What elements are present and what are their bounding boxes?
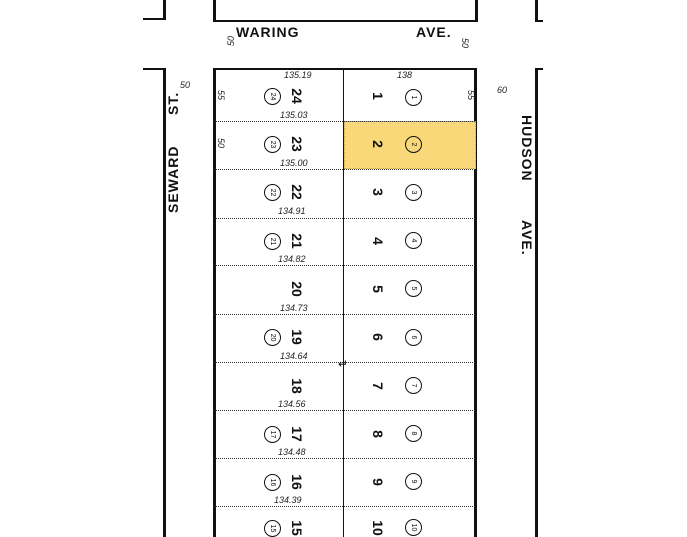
block-corner-far-right [535,0,538,22]
lot-number: 3 [369,188,386,196]
dim-lot23-side: 50 [216,137,227,149]
street-label-hudson-wrap: HUDSON AVE. [515,115,535,256]
block-edge-top [213,20,477,22]
parcel-circle: 21 [264,233,281,250]
lot-number: 10 [369,520,386,536]
lot-number: 19 [288,329,305,345]
lot-divider [215,314,475,315]
seward-west-corner [143,68,166,70]
lot-number: 17 [288,426,305,442]
lot-bottom-dim: 134.91 [278,206,306,216]
street-label-seward: SEWARD [165,145,181,213]
dim-top-left: 135.19 [284,70,312,80]
lot-number: 8 [369,430,386,438]
parcel-circle: 1 [405,89,422,106]
lot-bottom-dim: 134.82 [278,254,306,264]
block-edge-right [474,68,477,537]
parcel-circle: 9 [405,473,422,490]
parcel-circle: 5 [405,280,422,297]
street-label-hudson: HUDSON [519,115,535,182]
parcel-circle: 16 [264,474,281,491]
dim-lot1-side: 55 [466,89,477,101]
block-edge-top-main [213,68,477,70]
parcel-circle: 10 [405,519,422,536]
lot-number: 6 [369,333,386,341]
parcel-circle: 6 [405,329,422,346]
parcel-circle: 24 [264,88,281,105]
block-corner-top-right [475,0,478,22]
lot-divider [215,362,475,363]
parcel-circle: 15 [264,520,281,537]
lot-number: 15 [288,520,305,536]
hudson-east-edge [535,68,538,537]
lot-number: 9 [369,478,386,486]
parcel-circle: 2 [405,136,422,153]
block-center-divider [343,68,344,537]
lot-divider [215,265,475,266]
lot-bottom-dim: 134.48 [278,447,306,457]
lot-bottom-dim: 134.56 [278,399,306,409]
street-label-hudson-suffix: AVE. [519,220,535,256]
lot-divider [215,506,475,507]
lot-number: 24 [288,88,305,104]
parcel-circle: 7 [405,377,422,394]
parcel-circle: 22 [264,184,281,201]
parcel-circle: 17 [264,426,281,443]
lot-bottom-dim: 135.00 [280,158,308,168]
street-width-seward: 50 [180,80,191,90]
survey-mark: ↵ [338,357,349,371]
lot-bottom-dim: 134.39 [274,495,302,505]
parcel-circle: 23 [264,136,281,153]
dim-lot24-side: 55 [216,89,227,101]
lot-bottom-dim: 134.64 [280,351,308,361]
lot-bottom-dim: 135.03 [280,110,308,120]
seward-west-edge [163,68,166,537]
lot-divider [215,169,475,170]
lot-divider [215,458,475,459]
parcel-circle: 4 [405,232,422,249]
parcel-circle: 8 [405,425,422,442]
lot-divider [215,410,475,411]
lot-number: 16 [288,474,305,490]
block-corner-far-right [535,20,543,22]
lot-number: 4 [369,237,386,245]
lot-divider [215,121,475,122]
street-label-waring: WARING [236,24,300,40]
block-corner-top-left [143,18,166,20]
street-width-waring-left: 50 [226,35,237,47]
lot-number: 21 [288,233,305,249]
lot-number: 5 [369,285,386,293]
block-corner-top-left [163,0,166,20]
street-width-hudson: 60 [497,85,508,95]
lot-bottom-dim: 134.73 [280,303,308,313]
street-label-waring-suffix: AVE. [416,24,452,40]
street-label-seward-suffix: ST. [165,91,181,115]
lot-number: 23 [288,136,305,152]
lot-divider [215,218,475,219]
lot-number: 1 [369,92,386,100]
lot-number: 20 [288,281,305,297]
block-edge-left [213,68,216,537]
hudson-east-corner [535,68,543,70]
block-corner-top-mid [213,0,216,22]
lot-number: 2 [369,140,386,148]
parcel-circle: 20 [264,329,281,346]
lot-number: 22 [288,184,305,200]
dim-top-right: 138 [397,70,413,80]
street-label-seward-wrap: SEWARD ST. [165,91,185,213]
lot-number: 18 [288,378,305,394]
lot-number: 7 [369,382,386,390]
street-width-waring-right: 50 [460,37,471,49]
parcel-circle: 3 [405,184,422,201]
